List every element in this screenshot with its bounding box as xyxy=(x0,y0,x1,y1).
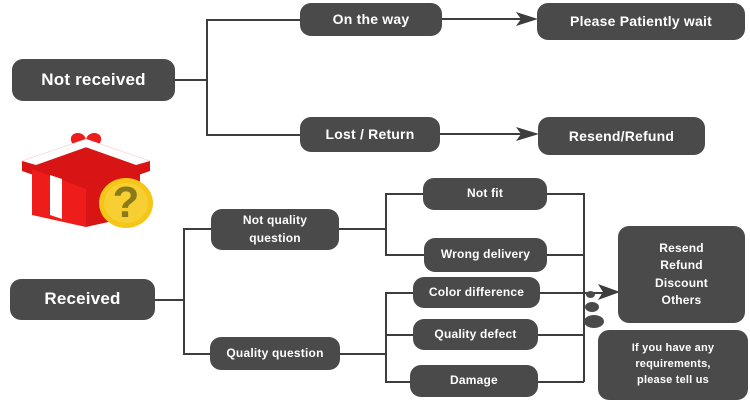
node-damage[interactable]: Damage xyxy=(410,365,538,397)
node-not-received-label: Not received xyxy=(41,69,146,89)
connector-qq-spine xyxy=(385,292,387,382)
contact-line-3: please tell us xyxy=(637,373,709,386)
node-color-difference[interactable]: Color difference xyxy=(413,277,540,308)
connector-qq-to-damage xyxy=(385,381,413,383)
connector-not-received-stem xyxy=(175,79,207,81)
connector-quality-defect-out xyxy=(537,334,584,336)
connector-color-difference-out xyxy=(539,292,606,294)
option-discount: Discount xyxy=(655,275,708,290)
node-on-the-way[interactable]: On the way xyxy=(300,3,442,36)
connector-qq-to-quality-defect xyxy=(385,334,415,336)
node-quality-defect[interactable]: Quality defect xyxy=(413,319,538,350)
connector-to-on-the-way xyxy=(206,19,301,21)
node-resolution-options[interactable]: Resend Refund Discount Others xyxy=(618,226,745,323)
decor-dot-small xyxy=(586,291,595,298)
node-not-quality-question-label: Not quality question xyxy=(242,213,308,245)
arrow-head-lost-resend xyxy=(516,127,539,141)
connector-wrong-delivery-out xyxy=(546,254,584,256)
connector-not-received-spine xyxy=(206,19,208,135)
node-not-fit-label: Not fit xyxy=(466,186,504,201)
node-please-patiently-wait-label: Please Patiently wait xyxy=(570,13,712,30)
node-resend-refund[interactable]: Resend/Refund xyxy=(538,117,705,155)
connector-qq-stem xyxy=(339,353,386,355)
connector-to-lost-return xyxy=(206,134,301,136)
gift-box-question-icon: ? xyxy=(14,127,164,231)
node-lost-return-label: Lost / Return xyxy=(325,126,415,143)
node-received-label: Received xyxy=(44,289,121,309)
node-resend-refund-label: Resend/Refund xyxy=(568,127,675,144)
node-wrong-delivery[interactable]: Wrong delivery xyxy=(424,238,547,272)
connector-nqq-to-not-fit xyxy=(385,193,424,195)
node-on-the-way-label: On the way xyxy=(332,11,410,28)
node-received[interactable]: Received xyxy=(10,279,155,320)
connector-to-not-quality-question xyxy=(183,228,212,230)
decor-dot-medium xyxy=(585,302,599,312)
svg-text:?: ? xyxy=(113,178,140,227)
contact-line-1: If you have any xyxy=(631,342,715,355)
contact-line-2: requirements, xyxy=(635,358,711,371)
option-resend: Resend xyxy=(659,240,704,255)
node-quality-question[interactable]: Quality question xyxy=(210,337,340,370)
connector-damage-out xyxy=(537,381,584,383)
node-contact-message[interactable]: If you have any requirements, please tel… xyxy=(598,330,748,400)
connector-received-spine xyxy=(183,228,185,354)
connector-merge-spine xyxy=(583,193,585,382)
node-damage-label: Damage xyxy=(450,373,498,388)
connector-qq-to-color-difference xyxy=(385,292,415,294)
node-not-fit[interactable]: Not fit xyxy=(423,178,547,210)
node-please-patiently-wait[interactable]: Please Patiently wait xyxy=(537,3,745,40)
connector-nqq-spine xyxy=(385,193,387,256)
decor-dot-large xyxy=(584,315,604,328)
connector-not-fit-out xyxy=(546,193,584,195)
node-wrong-delivery-label: Wrong delivery xyxy=(440,247,531,262)
connector-nqq-to-wrong-delivery xyxy=(385,254,425,256)
connector-received-stem xyxy=(155,299,184,301)
connector-to-quality-question xyxy=(183,353,212,355)
arrow-head-onway-wait xyxy=(516,12,538,26)
node-not-quality-question[interactable]: Not quality question xyxy=(211,209,339,250)
option-others: Others xyxy=(661,292,702,307)
option-refund: Refund xyxy=(660,258,703,273)
node-not-received[interactable]: Not received xyxy=(12,59,175,101)
node-quality-defect-label: Quality defect xyxy=(434,326,517,341)
node-quality-question-label: Quality question xyxy=(226,345,324,360)
node-color-difference-label: Color difference xyxy=(428,284,525,299)
connector-nqq-stem xyxy=(339,228,386,230)
node-lost-return[interactable]: Lost / Return xyxy=(300,117,440,152)
